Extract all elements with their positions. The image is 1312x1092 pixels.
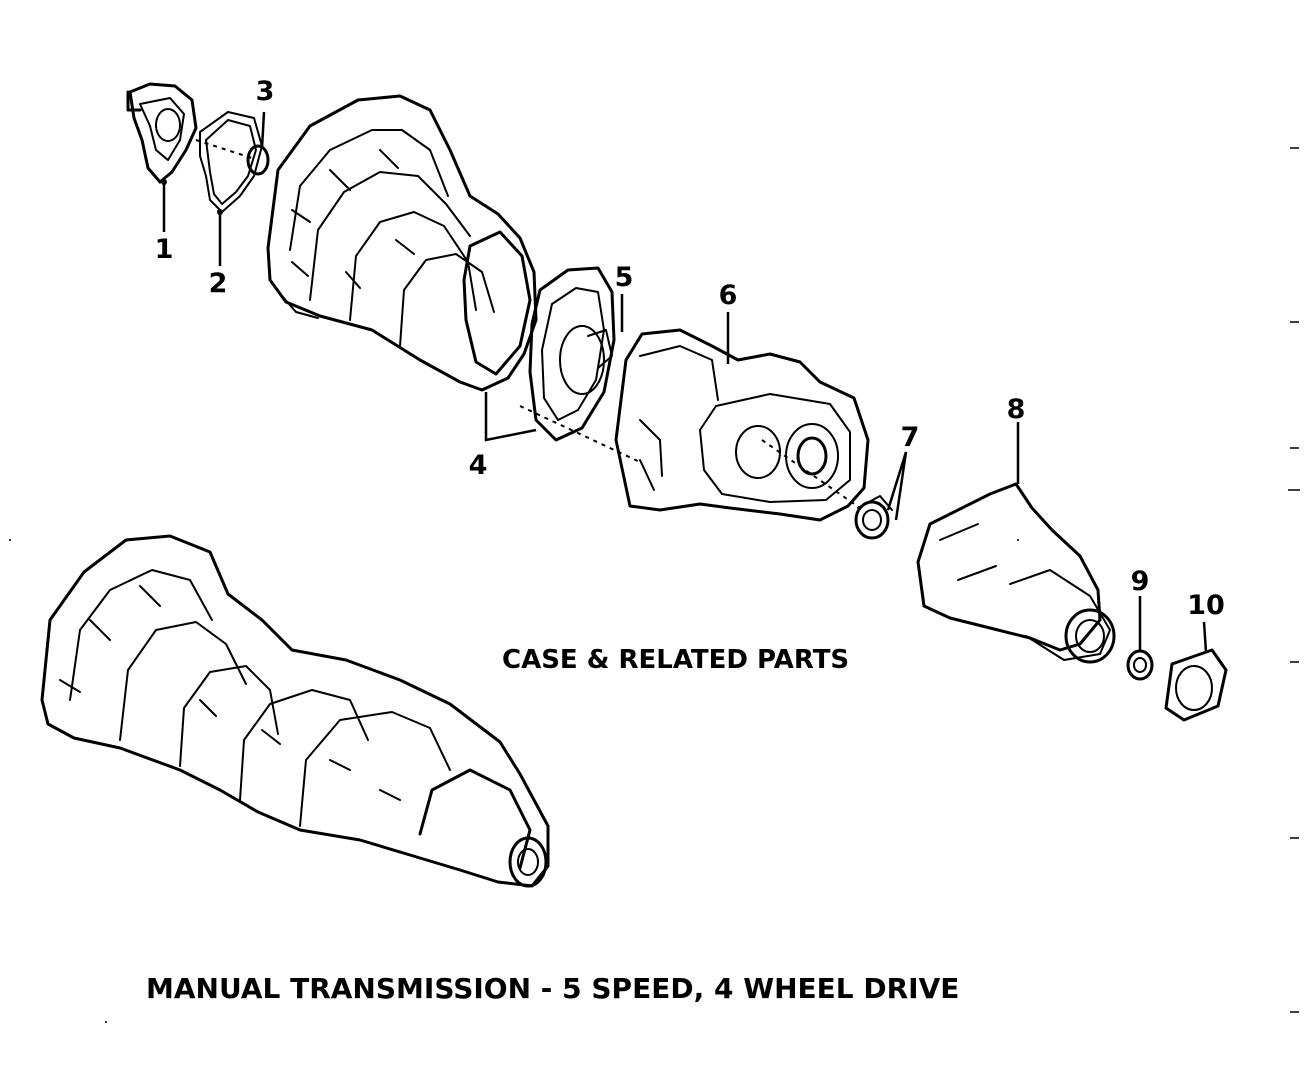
callout-8: 8	[1007, 394, 1026, 425]
part-1-shift-cover	[126, 82, 198, 184]
part-9-seal	[1126, 649, 1154, 681]
assembled-transmission	[40, 534, 550, 888]
leader-lines	[161, 111, 1208, 653]
callout-5: 5	[615, 262, 634, 293]
callout-1: 1	[155, 234, 174, 265]
part-2-gasket	[199, 111, 263, 213]
part-5-adapter-plate	[528, 266, 616, 442]
diagram-caption: MANUAL TRANSMISSION - 5 SPEED, 4 WHEEL D…	[146, 972, 959, 1005]
callout-numbers: 1 2 3 4 5 6 7 8 9 10	[155, 76, 1225, 621]
explode-lines	[195, 139, 861, 509]
part-7-bearing	[854, 495, 893, 540]
callout-3: 3	[256, 76, 275, 107]
part-3-o-ring	[246, 144, 270, 176]
part-6-intermediate-case	[614, 328, 870, 522]
scan-specks	[9, 539, 1019, 1023]
callout-4: 4	[469, 450, 488, 481]
callout-7: 7	[901, 422, 920, 453]
margin-ticks	[1288, 147, 1300, 1013]
callout-10: 10	[1187, 590, 1225, 621]
callout-2: 2	[209, 268, 228, 299]
part-8-extension-housing	[916, 482, 1116, 664]
part-4-transmission-case	[266, 94, 538, 392]
part-10-cap	[1164, 648, 1228, 722]
callout-9: 9	[1131, 566, 1150, 597]
section-label: CASE & RELATED PARTS	[502, 645, 849, 675]
callout-6: 6	[719, 280, 738, 311]
